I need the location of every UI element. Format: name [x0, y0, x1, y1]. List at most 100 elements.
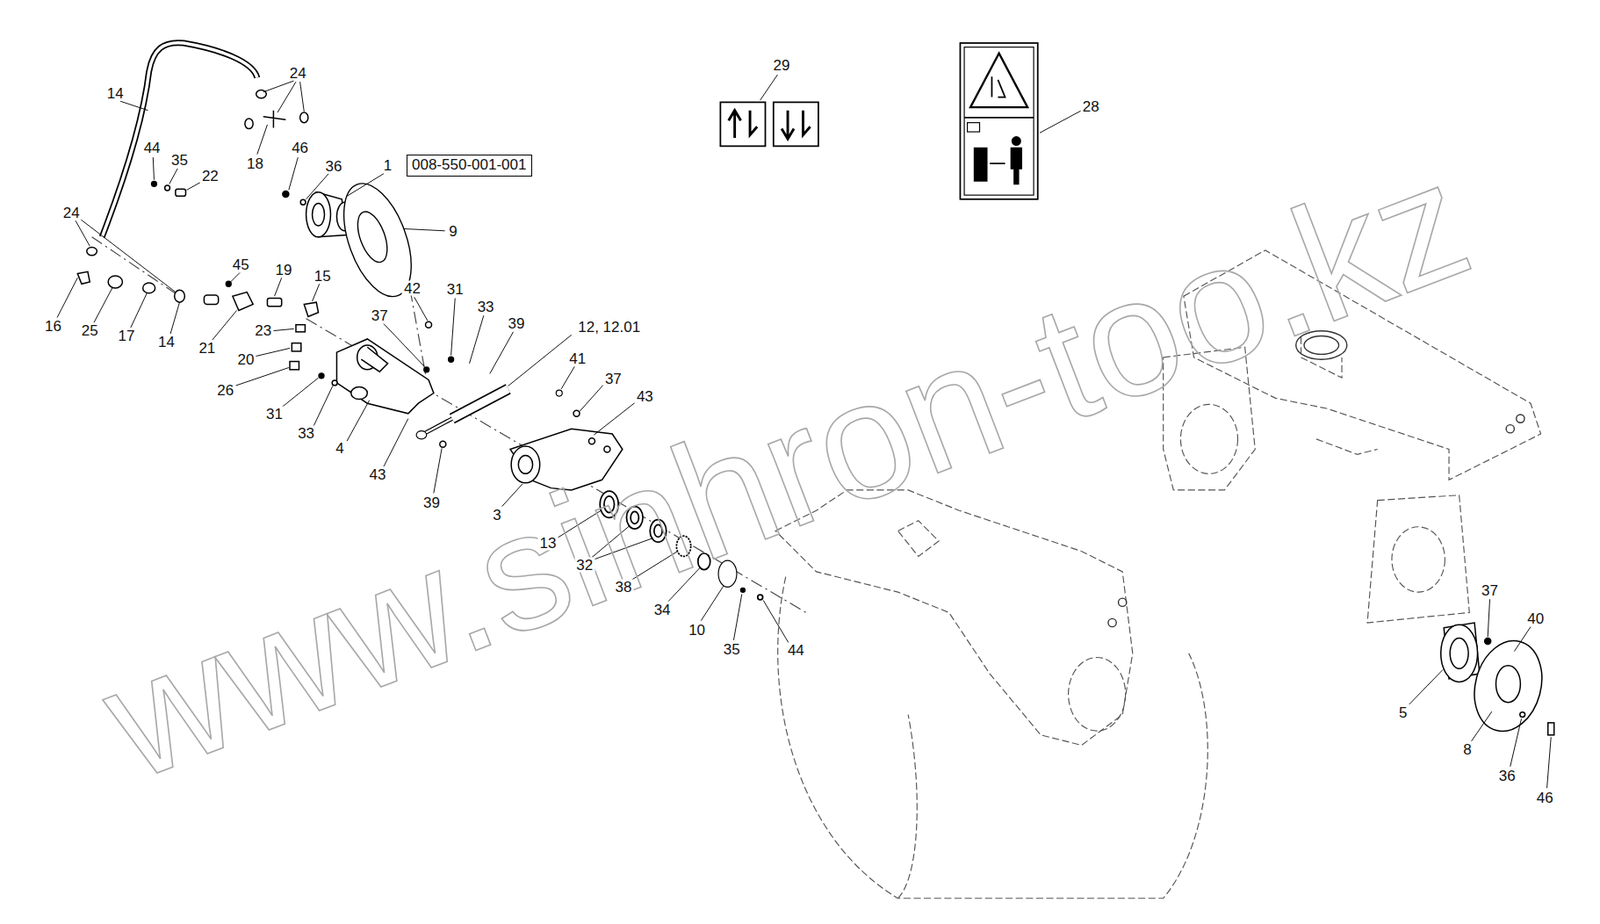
leader-lines — [272, 328, 294, 331]
leader-lines — [403, 228, 445, 231]
callout-number: 19 — [273, 261, 295, 277]
right-hub — [1495, 665, 1521, 703]
leader-lines — [277, 81, 296, 113]
leader-lines — [579, 382, 606, 412]
hub-part — [306, 192, 332, 238]
callout-number: 46 — [1535, 789, 1556, 805]
callout-number: 43 — [367, 467, 388, 483]
leader-lines — [93, 288, 113, 324]
callout-number: 46 — [289, 140, 310, 156]
cylinder — [416, 431, 427, 440]
callout-number: 4 — [333, 440, 346, 456]
callout-number: 44 — [142, 140, 163, 156]
callout-number: 21 — [196, 340, 217, 356]
frame-solid — [1118, 598, 1127, 606]
warning-sign — [970, 53, 1028, 109]
lever-plate — [331, 380, 338, 386]
fittings — [295, 324, 305, 332]
callout-number: 24 — [288, 64, 309, 80]
cylinder — [452, 389, 509, 419]
fittings — [108, 275, 123, 289]
cylinder — [421, 417, 455, 435]
right-hub — [1548, 722, 1555, 736]
cylinder — [452, 389, 509, 419]
warning-sign — [964, 47, 1034, 195]
right-hub — [1441, 624, 1478, 682]
direction-signs — [728, 110, 742, 138]
right-hub — [1464, 633, 1552, 739]
leader-lines — [433, 447, 442, 493]
frame — [898, 714, 918, 899]
callout-number: 28 — [1081, 98, 1102, 114]
bracket — [573, 410, 580, 417]
leader-lines — [1510, 718, 1522, 767]
leader-lines — [57, 277, 78, 318]
callout-number: 9 — [446, 223, 459, 238]
cylinder — [555, 389, 563, 397]
lever-plate — [351, 387, 368, 400]
callout-number: 22 — [200, 167, 221, 183]
warning-sign — [974, 148, 988, 181]
callout-number: 45 — [230, 256, 252, 272]
leader-lines — [383, 418, 409, 468]
bracket — [588, 438, 595, 445]
leader-lines — [733, 593, 742, 640]
warning-sign — [967, 122, 981, 132]
callout-number: 5 — [1397, 705, 1409, 721]
leader-lines — [263, 80, 295, 93]
callout-number: 37 — [1479, 582, 1500, 598]
leader-lines — [1487, 598, 1490, 637]
disc — [330, 174, 425, 306]
fittings — [266, 298, 282, 307]
callout-number: 41 — [567, 350, 588, 366]
callout-number: 17 — [116, 328, 137, 344]
leader-lines — [700, 585, 724, 621]
leader-lines — [120, 100, 148, 110]
frame — [898, 520, 939, 557]
leader-lines — [306, 173, 330, 200]
leader-lines — [152, 157, 154, 181]
callout-number: 14 — [105, 85, 126, 101]
leader-lines — [383, 324, 425, 368]
leader-lines — [254, 347, 290, 356]
leader-lines — [490, 331, 514, 375]
callout-number: 37 — [603, 371, 624, 387]
callout-number: 12, 12.01 — [576, 318, 642, 334]
frame — [778, 576, 1209, 899]
leader-lines — [1547, 736, 1552, 788]
callout-number: 36 — [1497, 768, 1518, 784]
bearings — [757, 594, 764, 600]
hose — [101, 43, 258, 238]
hub-part — [312, 202, 325, 226]
leader-lines — [508, 334, 572, 386]
callout-number: 25 — [79, 323, 101, 339]
direction-signs — [802, 110, 810, 136]
fittings — [174, 289, 186, 303]
right-hub — [1441, 622, 1555, 739]
callout-number: 29 — [771, 57, 793, 73]
callout-number: 33 — [475, 298, 497, 314]
callout-number: 23 — [252, 323, 274, 339]
lever-plate — [318, 373, 325, 379]
lever-plate — [318, 321, 454, 447]
cylinder — [421, 417, 455, 435]
frame — [1367, 495, 1470, 623]
leader-lines — [469, 315, 484, 364]
frame — [1068, 657, 1126, 732]
warning-sign — [964, 116, 1034, 119]
callout-number: 43 — [634, 388, 656, 404]
leader-lines — [170, 302, 180, 334]
callout-number: 44 — [785, 642, 807, 658]
fittings — [289, 361, 299, 370]
callout-number: 10 — [686, 621, 707, 637]
callout-number: 31 — [264, 405, 285, 421]
callout-number: 13 — [538, 535, 559, 551]
part-number-box: 008-550-001-001 — [406, 154, 533, 177]
lever-plate — [425, 321, 433, 328]
leader-lines — [281, 377, 319, 408]
callout-number: 14 — [156, 334, 177, 350]
leader-lines — [212, 309, 238, 340]
leader-lines — [1471, 711, 1492, 742]
callout-number: 3 — [490, 506, 503, 522]
